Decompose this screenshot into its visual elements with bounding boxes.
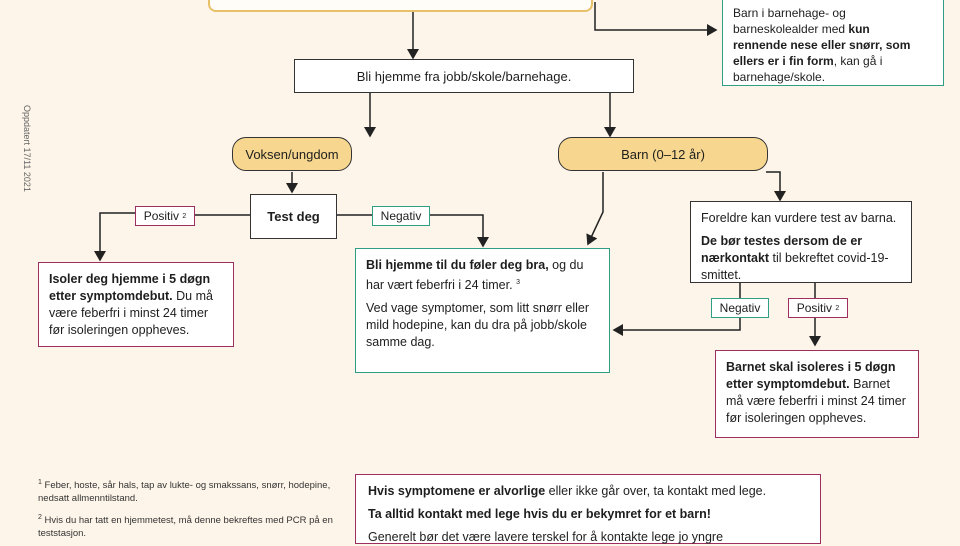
footnote-1: 1 Feber, hoste, sår hals, tap av lukte- …	[38, 479, 331, 505]
child-runny-nose-note: Barn i barnehage- og barneskolealder med…	[722, 0, 944, 86]
stay-home-box: Bli hjemme fra jobb/skole/barnehage.	[294, 59, 634, 93]
isolate-adult-box: Isoler deg hjemme i 5 døgn etter symptom…	[38, 262, 234, 347]
adult-pill: Voksen/ungdom	[232, 137, 352, 171]
updated-date-label: Oppdatert 17/11 2021	[22, 105, 32, 192]
stay-until-well-box: Bli hjemme til du føler deg bra, og du h…	[355, 248, 610, 373]
doctor-contact-box: Hvis symptomene er alvorlige eller ikke …	[355, 474, 821, 544]
child-pill: Barn (0–12 år)	[558, 137, 768, 171]
negative-tag-left: Negativ	[372, 206, 430, 226]
negative-tag-right: Negativ	[711, 298, 769, 318]
positive-tag-left: Positiv 2	[135, 206, 195, 226]
positive-tag-right: Positiv 2	[788, 298, 848, 318]
isolate-child-box: Barnet skal isoleres i 5 døgn etter symp…	[715, 350, 919, 438]
parents-box: Foreldre kan vurdere test av barna. De b…	[690, 201, 912, 283]
test-box: Test deg	[250, 194, 337, 239]
footnote-2: 2 Hvis du har tatt en hjemmetest, må den…	[38, 514, 333, 540]
symptom-start-box	[208, 0, 593, 12]
